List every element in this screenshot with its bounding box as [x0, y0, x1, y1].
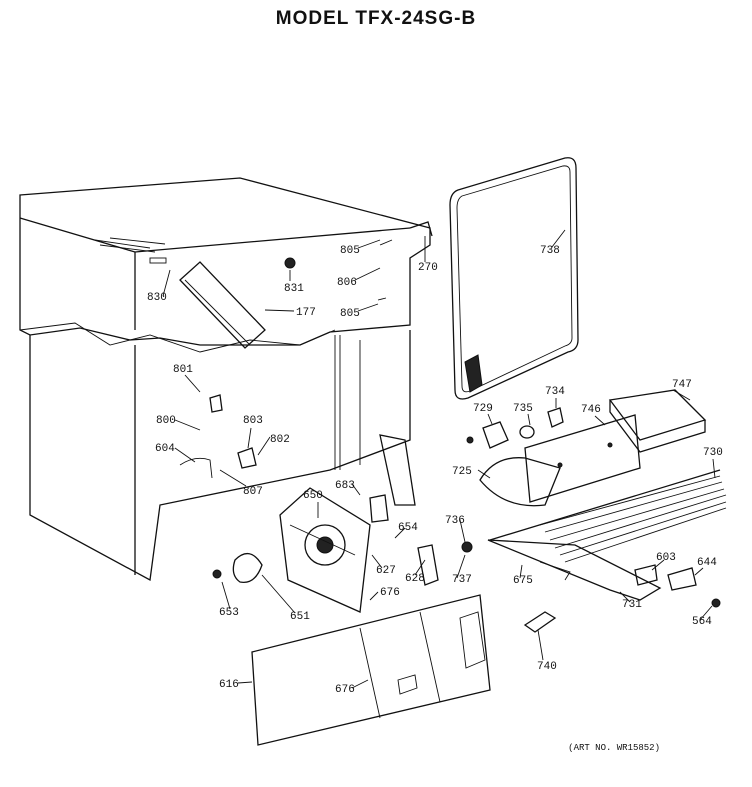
label-805b: 805	[340, 308, 360, 320]
label-676a: 676	[380, 587, 400, 599]
label-738: 738	[540, 245, 560, 257]
label-676b: 676	[335, 684, 355, 696]
label-616: 616	[219, 679, 239, 691]
misc-hardware	[179, 221, 721, 608]
label-603: 603	[656, 552, 676, 564]
art-number: (ART NO. WR15852)	[568, 743, 660, 753]
label-831: 831	[284, 283, 304, 295]
back-cover-panel-616	[251, 594, 491, 746]
door-gasket-738	[449, 157, 579, 400]
label-564: 564	[692, 616, 712, 628]
label-644: 644	[697, 557, 717, 569]
label-729: 729	[473, 403, 493, 415]
clip-740	[523, 611, 557, 633]
fan-assembly-650	[279, 487, 371, 613]
label-270: 270	[418, 262, 438, 274]
label-604: 604	[155, 443, 175, 455]
label-803: 803	[243, 415, 263, 427]
condenser-coil-730	[479, 457, 727, 601]
label-730: 730	[703, 447, 723, 459]
label-806: 806	[337, 277, 357, 289]
page-title: MODEL TFX-24SG-B	[275, 8, 477, 29]
label-734: 734	[545, 386, 565, 398]
label-627: 627	[376, 565, 396, 577]
label-628: 628	[405, 573, 425, 585]
label-830: 830	[147, 292, 167, 304]
label-801: 801	[173, 364, 193, 376]
label-800: 800	[156, 415, 176, 427]
label-653: 653	[219, 607, 239, 619]
shelf-747	[608, 389, 707, 453]
label-802: 802	[270, 434, 290, 446]
label-805a: 805	[340, 245, 360, 257]
leader-lines	[162, 229, 716, 689]
bracket-746	[524, 414, 641, 503]
small-parts-cluster	[466, 407, 564, 449]
cabinet-cutaway	[19, 177, 431, 582]
label-731: 731	[622, 599, 642, 611]
label-807: 807	[243, 486, 263, 498]
label-740: 740	[537, 661, 557, 673]
label-650: 650	[303, 490, 323, 502]
label-654: 654	[398, 522, 418, 534]
label-683: 683	[335, 480, 355, 492]
label-736: 736	[445, 515, 465, 527]
label-747: 747	[672, 379, 692, 391]
label-675: 675	[513, 575, 533, 587]
label-746: 746	[581, 404, 601, 416]
label-737: 737	[452, 574, 472, 586]
part-number-labels: 805 270 806 805 831 177 830 738 734 735 …	[147, 245, 723, 696]
label-651: 651	[290, 611, 310, 623]
label-725: 725	[452, 466, 472, 478]
fan-blade-653	[212, 553, 263, 584]
label-177: 177	[296, 307, 316, 319]
label-735: 735	[513, 403, 533, 415]
